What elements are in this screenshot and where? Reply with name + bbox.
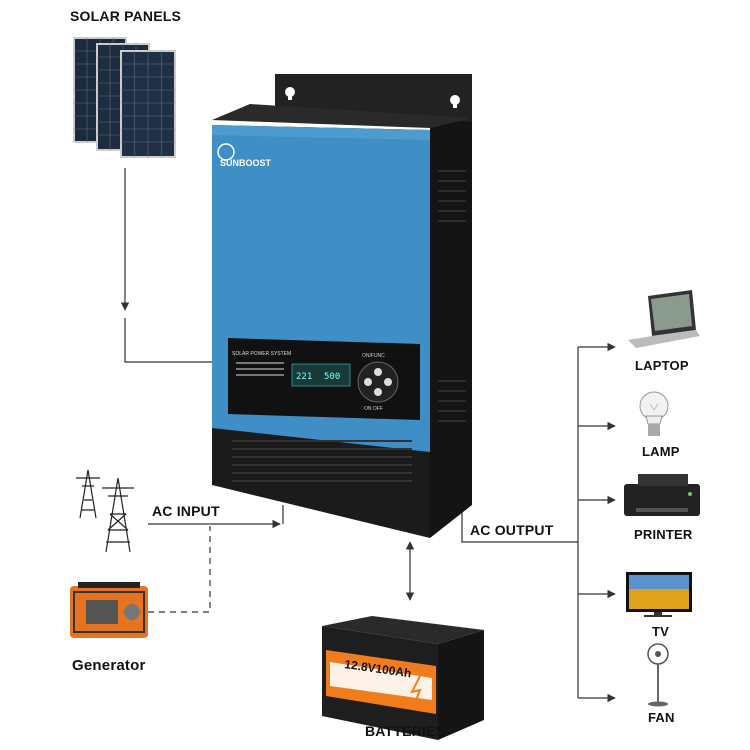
printer-label: PRINTER: [634, 527, 693, 542]
inverter-image: SUNBOOST SOLAR POWER SYSTEM 221 500 ON/F…: [212, 74, 472, 538]
generator-icon: [70, 582, 148, 638]
laptop-icon: [628, 290, 700, 348]
inverter-panel-title: SOLAR POWER SYSTEM: [232, 351, 291, 357]
lamp-label: LAMP: [642, 444, 680, 459]
ac-output-line: [461, 500, 578, 543]
tv-label: TV: [652, 624, 670, 639]
button-top-label: ON/FUNC: [362, 353, 385, 359]
display-right: 500: [324, 372, 340, 382]
fan-icon: [647, 643, 669, 707]
generator-label: Generator: [72, 657, 146, 674]
display-left: 221: [296, 372, 312, 382]
inverter-brand: SUNBOOST: [220, 158, 272, 168]
laptop-label: LAPTOP: [635, 358, 689, 373]
ac-input-label: AC INPUT: [152, 503, 220, 519]
battery-image: 12.8V100Ah: [322, 616, 484, 740]
lamp-icon: [639, 391, 669, 436]
tv-icon: [626, 572, 692, 617]
solar-panels-label: SOLAR PANELS: [70, 8, 182, 24]
generator-dashed-line: [148, 526, 211, 613]
fan-label: FAN: [648, 710, 675, 725]
transmission-tower-icon: [76, 469, 134, 553]
printer-icon: [624, 474, 700, 516]
ac-output-label: AC OUTPUT: [470, 522, 554, 538]
batteries-label: BATTERIES: [365, 723, 446, 739]
solar-to-inverter-line: [124, 318, 212, 363]
button-bottom-label: ON OFF: [364, 406, 383, 412]
solar-panels-image: [73, 37, 176, 158]
